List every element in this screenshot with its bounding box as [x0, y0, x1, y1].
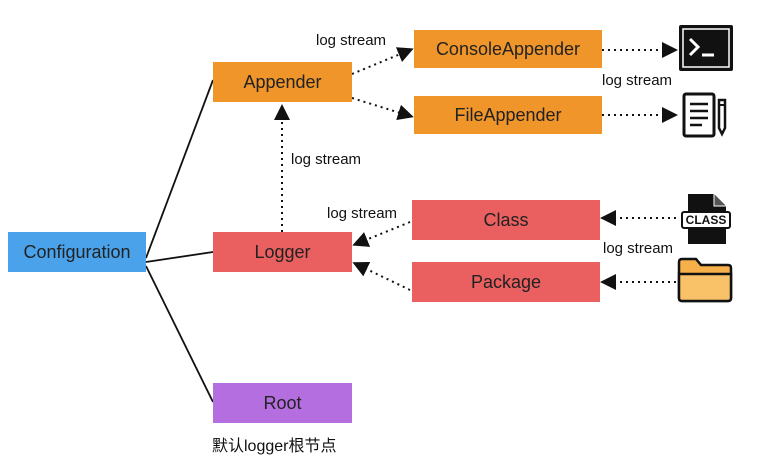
edge-label-console-terminal: log stream — [602, 72, 673, 89]
edge-config-appender — [145, 79, 214, 259]
edge-config-root — [145, 265, 214, 403]
arrow-appender-console — [351, 47, 414, 75]
logger-node: Logger — [213, 232, 352, 272]
console-appender-node: ConsoleAppender — [414, 30, 602, 68]
arrow-package-logger — [352, 261, 411, 291]
edge-config-logger — [145, 251, 214, 263]
arrow-appender-file — [351, 97, 414, 121]
package-node: Package — [412, 262, 600, 302]
class-file-icon: CLASS — [680, 192, 732, 246]
root-node: Root — [213, 383, 352, 423]
file-appender-node: FileAppender — [414, 96, 602, 134]
configuration-node: Configuration — [8, 232, 146, 272]
svg-text:CLASS: CLASS — [686, 213, 727, 227]
edge-label-package-icon: log stream — [603, 240, 674, 257]
class-node: Class — [412, 200, 600, 240]
arrow-class-logger — [352, 221, 411, 247]
edge-label-class-logger: log stream — [327, 205, 398, 222]
edge-label-logger-appender: log stream — [291, 151, 362, 168]
appender-node: Appender — [213, 62, 352, 102]
document-icon — [680, 90, 730, 140]
terminal-icon — [678, 24, 734, 72]
root-caption: 默认logger根节点 — [212, 438, 337, 455]
folder-icon — [676, 256, 734, 304]
edge-label-appender-console: log stream — [316, 32, 387, 49]
